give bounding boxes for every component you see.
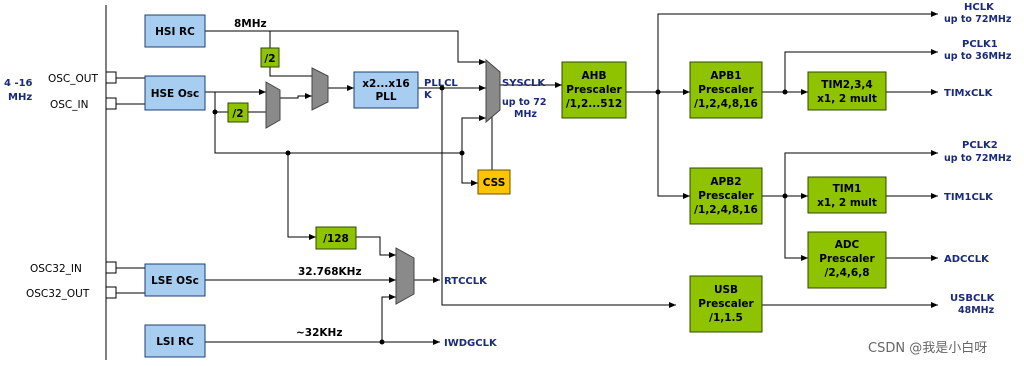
lsi-rc-label: LSI RC — [156, 336, 194, 348]
usb-label-2: Prescaler — [698, 298, 754, 310]
sysclk-label: SYSCLK — [502, 78, 546, 89]
osc32-in-pin — [105, 261, 117, 274]
div2-bottom-label: /2 — [232, 108, 243, 120]
hsi-freq-label: 8MHz — [234, 18, 267, 30]
osc32-out-pin — [105, 286, 117, 299]
sysclk-max-label-2: MHz — [514, 109, 537, 120]
wires — [116, 11, 938, 345]
hse-osc-block — [144, 75, 206, 111]
adcclk-label: ADCCLK — [944, 254, 990, 265]
adc-prescaler-block — [807, 231, 887, 289]
ahb-label-2: Prescaler — [566, 84, 622, 96]
pclk1-label: PCLK1 — [962, 39, 998, 50]
hclk-label: HCLK — [964, 2, 995, 13]
apb2-label-3: /1,2,4,8,16 — [694, 204, 758, 216]
osc-in-pin — [105, 97, 117, 110]
pll-label-2: PLL — [375, 91, 396, 103]
osc-in-label: OSC_IN — [50, 99, 88, 111]
usb-label-1: USB — [714, 284, 738, 296]
iwdgclk-label: IWDGCLK — [444, 338, 498, 349]
apb2-label-2: Prescaler — [698, 190, 754, 202]
pll-label-1: x2...x16 — [362, 78, 409, 90]
lse-osc-label: LSE OSc — [151, 275, 199, 287]
div128-label: /128 — [323, 233, 349, 245]
sysclk-mux — [485, 58, 501, 124]
osc-out-label: OSC_OUT — [48, 73, 98, 85]
pllclk-label-2: K — [424, 90, 433, 101]
hse-freq-label-1: 4 -16 — [4, 78, 33, 89]
apb1-prescaler-block — [689, 61, 763, 119]
apb2-prescaler-block — [689, 167, 763, 225]
adc-label-2: Prescaler — [819, 253, 875, 265]
pll-source-mux — [311, 67, 329, 111]
usbclk-freq-label: 48MHz — [958, 305, 995, 316]
usb-label-3: /1,1.5 — [709, 312, 743, 324]
junction-dots — [212, 85, 788, 345]
lse-freq-label: 32.768KHz — [298, 266, 362, 278]
pllclk-label-1: PLLCL — [424, 78, 458, 89]
ahb-prescaler-block — [561, 61, 627, 119]
css-label: CSS — [483, 177, 506, 189]
tim234-label-2: x1, 2 mult — [817, 93, 877, 105]
hse-freq-label-2: MHz — [8, 92, 32, 103]
apb1-label-3: /1,2,4,8,16 — [694, 98, 758, 110]
usbclk-label: USBCLK — [950, 293, 996, 304]
rtc-mux — [395, 247, 415, 305]
watermark-text: CSDN @我是小白呀 — [868, 340, 987, 356]
css-block — [477, 169, 511, 195]
adc-label-1: ADC — [835, 239, 860, 251]
lsi-freq-label: ~32KHz — [296, 327, 342, 339]
pclk1-max-label: up to 36MHz — [944, 51, 1012, 62]
ahb-label-1: AHB — [582, 70, 607, 82]
tim234-label-1: TIM2,3,4 — [821, 79, 872, 91]
div2-bottom-block — [227, 102, 249, 123]
tim1-block — [807, 176, 887, 214]
pll-block — [353, 71, 419, 109]
hse-osc-label: HSE Osc — [151, 88, 200, 100]
osc32-out-label: OSC32_OUT — [26, 288, 90, 300]
tim1-label-2: x1, 2 mult — [817, 197, 877, 209]
hclk-max-label: up to 72MHz — [944, 14, 1012, 25]
pclk2-label: PCLK2 — [962, 140, 998, 151]
apb2-label-1: APB2 — [710, 176, 741, 188]
usb-prescaler-block — [689, 275, 763, 333]
timxclk-label: TIMxCLK — [944, 88, 994, 99]
sysclk-max-label-1: up to 72 — [502, 97, 546, 108]
div128-block — [315, 226, 357, 250]
hse-div-mux — [265, 81, 281, 129]
div2-top-label: /2 — [264, 53, 275, 65]
adc-label-3: /2,4,6,8 — [824, 267, 869, 279]
pclk2-max-label: up to 72MHz — [944, 153, 1012, 164]
tim234-block — [807, 71, 887, 111]
div2-top-block — [260, 47, 280, 68]
tim1-label-1: TIM1 — [833, 183, 862, 195]
ahb-label-3: /1,2...512 — [566, 98, 622, 110]
osc-out-pin — [105, 71, 117, 84]
hsi-rc-block — [144, 14, 206, 48]
apb1-label-1: APB1 — [710, 70, 741, 82]
lse-osc-block — [144, 263, 206, 297]
rtcclk-label: RTCCLK — [444, 276, 488, 287]
lsi-rc-block — [144, 324, 206, 358]
osc32-in-label: OSC32_IN — [30, 263, 82, 275]
tim1clk-label: TIM1CLK — [944, 192, 994, 203]
hsi-rc-label: HSI RC — [155, 26, 195, 38]
apb1-label-2: Prescaler — [698, 84, 754, 96]
